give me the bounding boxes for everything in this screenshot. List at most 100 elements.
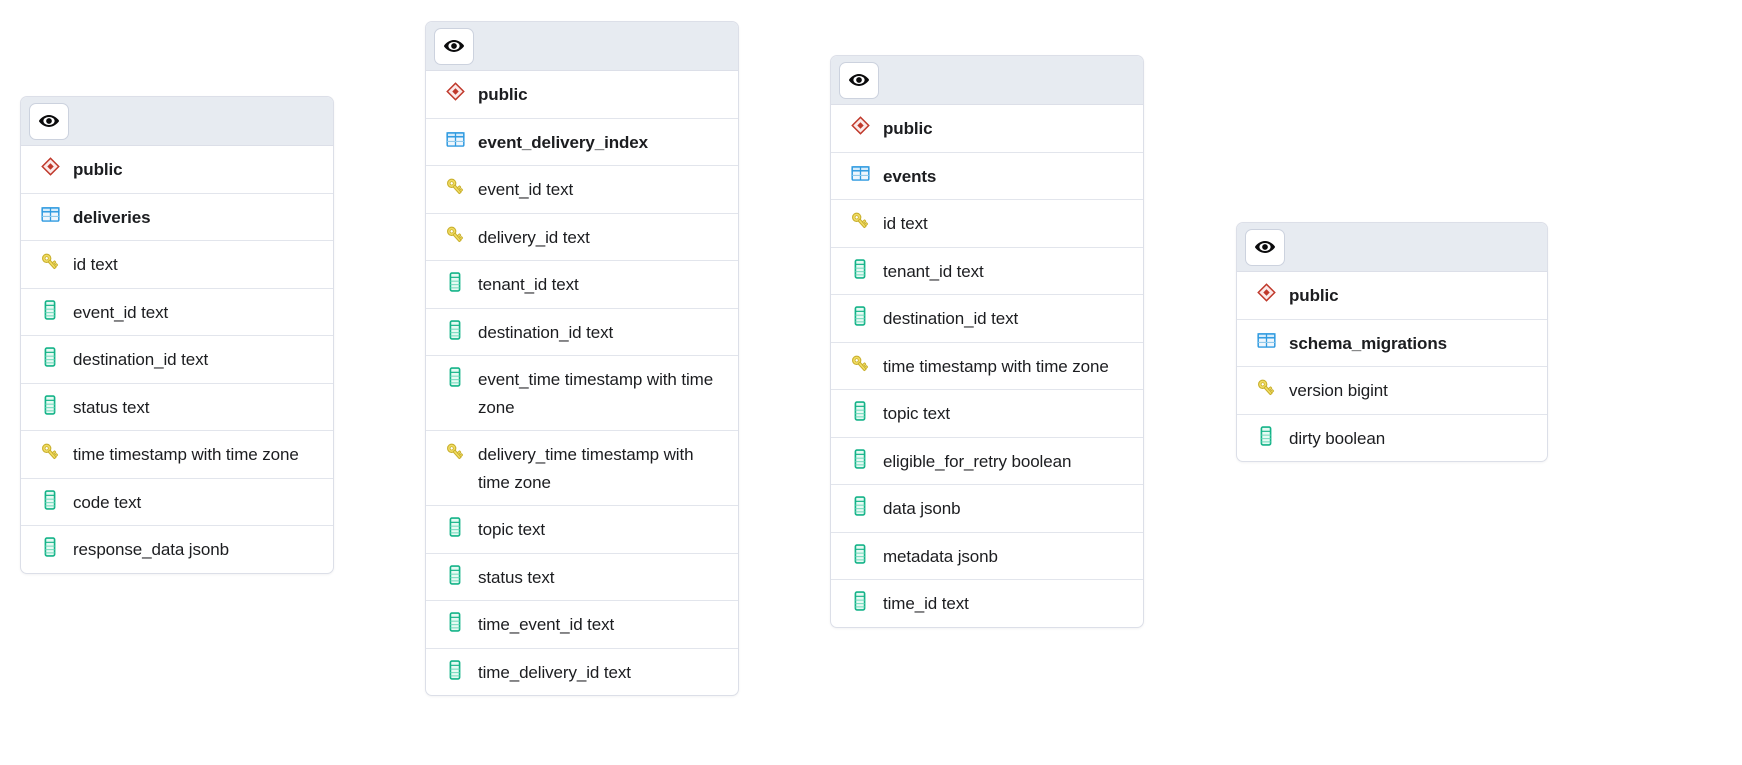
primary-key-column-row[interactable]: version bigint bbox=[1237, 367, 1547, 415]
key-icon bbox=[1253, 376, 1279, 399]
primary-key-column-row[interactable]: id text bbox=[831, 200, 1143, 248]
table-name: deliveries bbox=[73, 207, 151, 227]
column-row[interactable]: event_id text bbox=[21, 289, 333, 337]
column-icon bbox=[37, 298, 63, 321]
eye-icon bbox=[848, 69, 870, 91]
column-label: id text bbox=[73, 255, 118, 275]
column-icon bbox=[847, 304, 873, 327]
schema-row[interactable]: public bbox=[831, 105, 1143, 153]
eye-icon bbox=[443, 35, 465, 57]
column-label: delivery_id text bbox=[478, 227, 590, 247]
table-name: schema_migrations bbox=[1289, 333, 1447, 353]
column-label: event_id text bbox=[73, 302, 169, 322]
primary-key-column-row[interactable]: event_id text bbox=[426, 166, 738, 214]
column-icon bbox=[847, 542, 873, 565]
column-icon bbox=[442, 515, 468, 538]
primary-key-column-row[interactable]: delivery_time timestamp with time zone bbox=[426, 431, 738, 507]
column-row[interactable]: tenant_id text bbox=[831, 248, 1143, 296]
column-label: data jsonb bbox=[883, 499, 961, 519]
key-icon bbox=[847, 352, 873, 375]
column-label: event_time timestamp with time zone bbox=[478, 370, 714, 417]
column-label: time timestamp with time zone bbox=[73, 445, 299, 465]
primary-key-column-row[interactable]: id text bbox=[21, 241, 333, 289]
column-row[interactable]: response_data jsonb bbox=[21, 526, 333, 573]
key-icon bbox=[442, 440, 468, 463]
table-card-schema_migrations[interactable]: public schema_migrations version bigint … bbox=[1236, 222, 1548, 463]
column-row[interactable]: eligible_for_retry boolean bbox=[831, 438, 1143, 486]
visibility-toggle-button[interactable] bbox=[434, 27, 474, 65]
table-header-schema_migrations bbox=[1237, 223, 1547, 272]
column-label: event_id text bbox=[478, 180, 574, 200]
column-label: metadata jsonb bbox=[883, 546, 998, 566]
schema-row[interactable]: public bbox=[426, 71, 738, 119]
column-row[interactable]: topic text bbox=[831, 390, 1143, 438]
table-header-deliveries bbox=[21, 97, 333, 146]
column-icon bbox=[1253, 424, 1279, 447]
column-icon bbox=[847, 399, 873, 422]
table-grid-icon bbox=[442, 128, 468, 150]
column-label: dirty boolean bbox=[1289, 428, 1386, 448]
schema-diamond-icon bbox=[1253, 281, 1279, 303]
column-icon bbox=[442, 318, 468, 341]
visibility-toggle-button[interactable] bbox=[1245, 228, 1285, 266]
column-row[interactable]: status text bbox=[21, 384, 333, 432]
column-row[interactable]: data jsonb bbox=[831, 485, 1143, 533]
column-row[interactable]: metadata jsonb bbox=[831, 533, 1143, 581]
column-icon bbox=[442, 270, 468, 293]
visibility-toggle-button[interactable] bbox=[839, 61, 879, 99]
column-row[interactable]: time_id text bbox=[831, 580, 1143, 627]
column-row[interactable]: topic text bbox=[426, 506, 738, 554]
column-row[interactable]: dirty boolean bbox=[1237, 415, 1547, 462]
column-label: destination_id text bbox=[73, 350, 209, 370]
column-icon bbox=[37, 488, 63, 511]
schema-row[interactable]: public bbox=[21, 146, 333, 194]
table-name-row[interactable]: deliveries bbox=[21, 194, 333, 242]
column-icon bbox=[847, 257, 873, 280]
column-label: tenant_id text bbox=[883, 261, 984, 281]
table-card-events[interactable]: public events id text tenant_id text des… bbox=[830, 55, 1144, 628]
table-grid-icon bbox=[847, 162, 873, 184]
key-icon bbox=[37, 250, 63, 273]
column-row[interactable]: code text bbox=[21, 479, 333, 527]
primary-key-column-row[interactable]: time timestamp with time zone bbox=[21, 431, 333, 479]
column-label: id text bbox=[883, 214, 928, 234]
column-label: topic text bbox=[478, 520, 546, 540]
eye-icon bbox=[38, 110, 60, 132]
column-row[interactable]: time_delivery_id text bbox=[426, 649, 738, 696]
schema-row[interactable]: public bbox=[1237, 272, 1547, 320]
eye-icon bbox=[1254, 236, 1276, 258]
primary-key-column-row[interactable]: time timestamp with time zone bbox=[831, 343, 1143, 391]
schema-diamond-icon bbox=[37, 155, 63, 177]
visibility-toggle-button[interactable] bbox=[29, 102, 69, 140]
column-icon bbox=[37, 393, 63, 416]
column-icon bbox=[847, 494, 873, 517]
column-row[interactable]: destination_id text bbox=[426, 309, 738, 357]
primary-key-column-row[interactable]: delivery_id text bbox=[426, 214, 738, 262]
schema-name: public bbox=[1289, 286, 1339, 305]
table-name-row[interactable]: events bbox=[831, 153, 1143, 201]
table-name: events bbox=[883, 166, 937, 186]
column-icon bbox=[442, 563, 468, 586]
column-label: eligible_for_retry boolean bbox=[883, 451, 1072, 471]
column-label: response_data jsonb bbox=[73, 540, 229, 560]
table-name-row[interactable]: event_delivery_index bbox=[426, 119, 738, 167]
schema-diamond-icon bbox=[847, 114, 873, 136]
table-card-deliveries[interactable]: public deliveries id text event_id text … bbox=[20, 96, 334, 574]
column-row[interactable]: time_event_id text bbox=[426, 601, 738, 649]
column-row[interactable]: status text bbox=[426, 554, 738, 602]
column-label: delivery_time timestamp with time zone bbox=[478, 445, 694, 492]
column-row[interactable]: destination_id text bbox=[21, 336, 333, 384]
table-card-event_delivery_index[interactable]: public event_delivery_index event_id tex… bbox=[425, 21, 739, 697]
table-header-event_delivery_index bbox=[426, 22, 738, 71]
column-label: status text bbox=[73, 397, 150, 417]
table-name-row[interactable]: schema_migrations bbox=[1237, 320, 1547, 368]
column-icon bbox=[442, 658, 468, 681]
column-label: destination_id text bbox=[478, 322, 614, 342]
column-row[interactable]: tenant_id text bbox=[426, 261, 738, 309]
column-icon bbox=[847, 447, 873, 470]
column-row[interactable]: destination_id text bbox=[831, 295, 1143, 343]
column-icon bbox=[847, 589, 873, 612]
column-label: time_event_id text bbox=[478, 615, 615, 635]
column-row[interactable]: event_time timestamp with time zone bbox=[426, 356, 738, 432]
